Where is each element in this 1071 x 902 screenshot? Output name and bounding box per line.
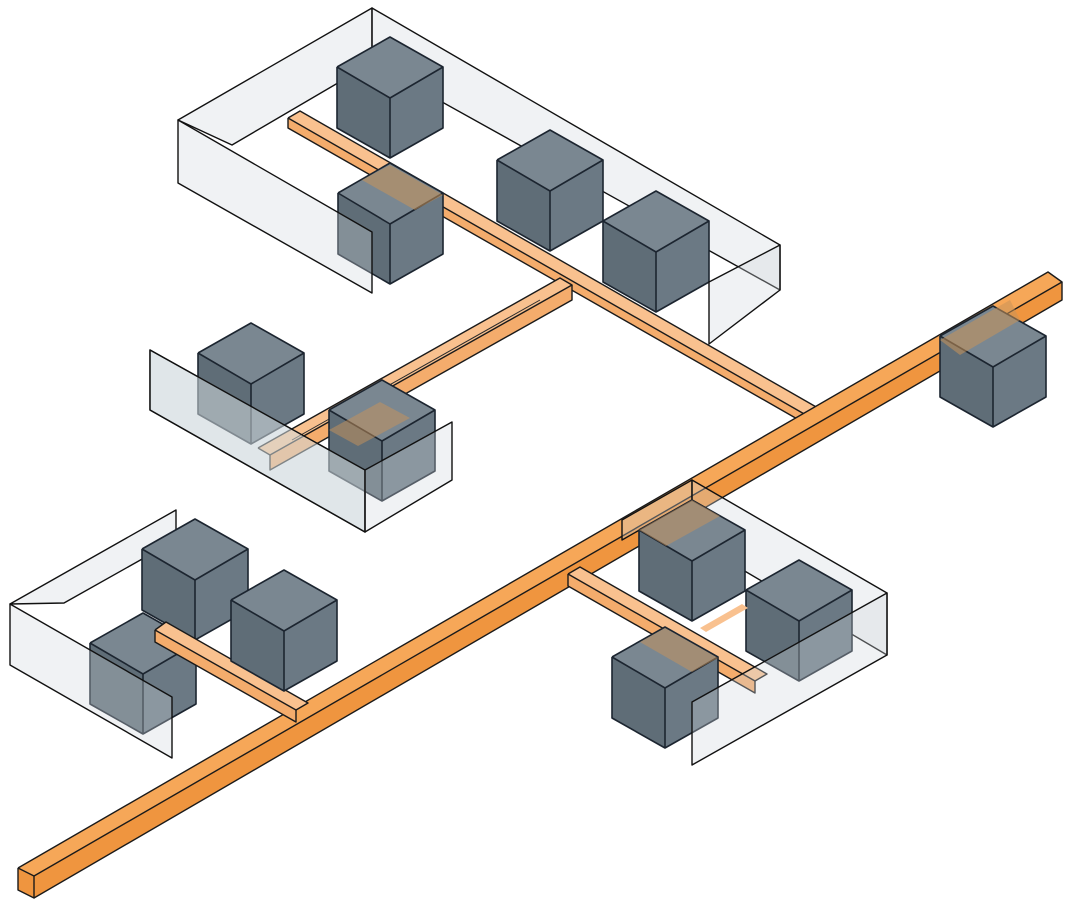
right-room-front-walls (691, 592, 888, 766)
top-room-cube-3 (496, 129, 604, 252)
right-room-cube-2 (745, 559, 853, 682)
top-room-cube-2 (337, 162, 444, 285)
middle-room-front-wall (149, 349, 453, 533)
top-room-front-walls (177, 119, 781, 345)
top-room-cube-1 (336, 36, 444, 159)
left-room-branch (154, 621, 309, 723)
standalone-cube (939, 300, 1047, 428)
left-room-cube-3 (230, 569, 338, 692)
top-room-cube-4 (602, 190, 710, 313)
middle-room-cube-2 (328, 379, 436, 502)
left-room-front-walls (9, 603, 173, 759)
right-room-cube-1 (638, 499, 746, 622)
main-trunk (17, 271, 1063, 899)
